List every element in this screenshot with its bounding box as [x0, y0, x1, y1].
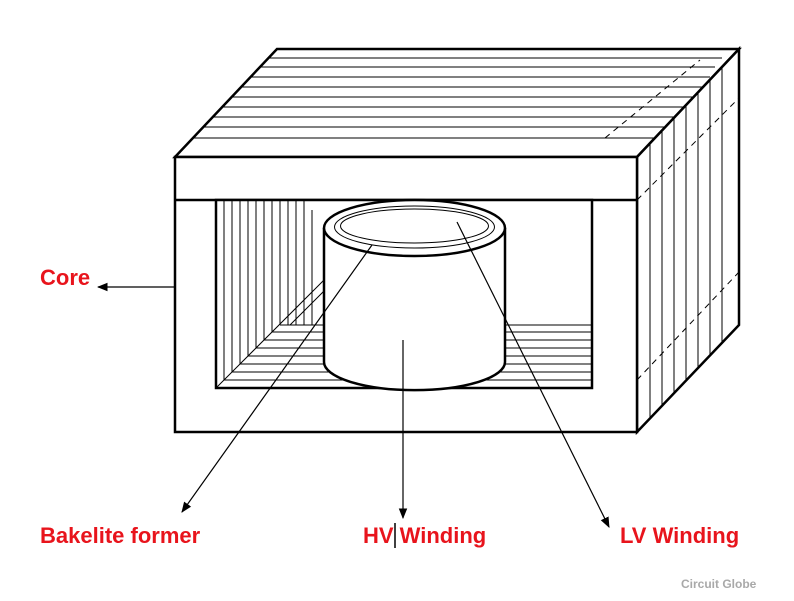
core-label: Core	[40, 265, 91, 290]
hv-winding-label: HV Winding	[363, 523, 487, 548]
cylindrical-winding	[324, 200, 505, 390]
right-side-face	[637, 49, 739, 432]
bakelite-former-arrow	[181, 245, 372, 513]
lv-winding-arrow	[457, 222, 609, 528]
watermark-text: Circuit Globe	[681, 577, 757, 591]
leader-arrows	[96, 222, 609, 548]
lv-winding-label: LV Winding	[620, 523, 740, 548]
bakelite-former-label: Bakelite former	[40, 523, 201, 548]
